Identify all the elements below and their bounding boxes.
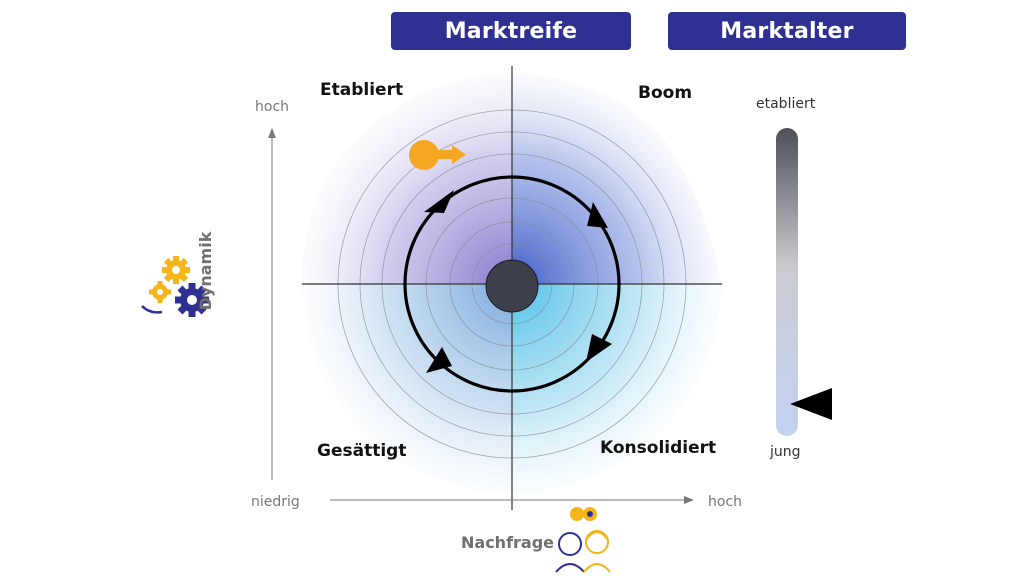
cycle-arrow-top-right xyxy=(587,202,608,228)
quadrant-field-gesaettigt xyxy=(302,284,512,494)
age-scale-bottom-label: jung xyxy=(770,444,801,460)
y-axis-low-label: niedrig xyxy=(251,494,300,510)
x-axis-arrow-icon xyxy=(684,496,694,504)
key-arrow-icon xyxy=(409,140,466,170)
people-icon xyxy=(555,507,611,573)
x-axis-high-label: hoch xyxy=(708,494,743,510)
cycle-arrow-bottom-right xyxy=(586,334,612,362)
triangle-pointer-icon xyxy=(790,388,832,420)
gears-icon xyxy=(141,256,209,317)
quadrant-label-gesaettigt: Gesättigt xyxy=(317,441,407,461)
header-marktreife: Marktreife xyxy=(391,12,631,50)
cycle-arrow-bottom-left xyxy=(426,347,452,373)
cycle-arrow-top-left xyxy=(424,190,454,213)
quadrant-field-etabliert xyxy=(302,72,512,284)
y-axis-high-label: hoch xyxy=(255,99,290,115)
cycle-circle xyxy=(403,175,621,393)
quadrant-label-etabliert: Etabliert xyxy=(320,80,404,100)
quadrant-field-boom xyxy=(512,72,722,284)
quadrant-fields xyxy=(302,72,722,494)
age-scale-bar xyxy=(776,128,798,436)
quadrant-field-konsolidiert xyxy=(512,284,722,494)
center-dot xyxy=(485,259,539,313)
y-axis-arrow-icon xyxy=(268,128,276,138)
y-axis-title: Dynamik xyxy=(196,231,215,311)
x-axis-title: Nachfrage xyxy=(461,533,555,552)
quadrant-label-konsolidiert: Konsolidiert xyxy=(600,438,717,458)
header-marktalter: Marktalter xyxy=(668,12,906,50)
quadrant-label-boom: Boom xyxy=(638,83,693,103)
age-scale-top-label: etabliert xyxy=(756,96,816,112)
